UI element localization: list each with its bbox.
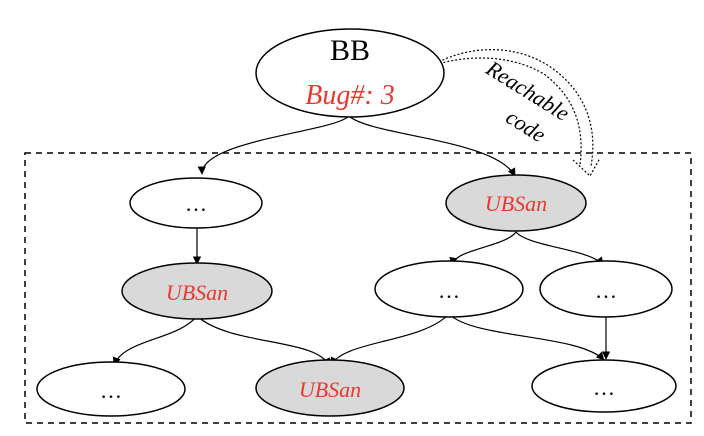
right-top-node-label: UBSan — [485, 191, 547, 216]
edge-right-mid-left-to-bottom-center — [330, 313, 450, 366]
reachable-code-arrowhead — [572, 157, 601, 177]
right-mid-left-node — [374, 260, 524, 318]
bottom-right-node — [531, 359, 677, 413]
left-top-node-label: … — [185, 191, 207, 216]
reachable-region-box — [24, 152, 692, 424]
edge-root-left — [197, 115, 350, 175]
edge-right-mid-left-to-bottom-right — [448, 313, 605, 361]
left-top-node — [129, 177, 263, 229]
bottom-right-node-label: … — [593, 375, 615, 400]
edge-left-mid-to-bottom-left — [112, 315, 198, 366]
reachable-code-arrow-inner — [431, 57, 582, 166]
right-top-node — [445, 174, 587, 232]
bug-count-label: Bug#: 3 — [305, 80, 394, 111]
edge-left-mid-to-bottom-center — [196, 315, 331, 367]
root-node-title: BB — [330, 34, 370, 67]
edge-right-top-to-right-mid-right — [515, 231, 604, 266]
bottom-center-node — [255, 359, 405, 417]
bottom-center-node-label: UBSan — [299, 377, 361, 402]
left-mid-node — [121, 262, 273, 320]
edge-root-right — [348, 115, 516, 177]
edge-right-top-to-right-mid-left — [449, 231, 517, 266]
right-mid-left-node-label: … — [438, 278, 460, 303]
root-node — [255, 28, 445, 118]
right-mid-right-node-label: … — [595, 278, 617, 303]
left-mid-node-label: UBSan — [166, 280, 228, 305]
bottom-left-node — [36, 361, 186, 417]
right-mid-right-node — [539, 260, 673, 318]
bottom-left-node-label: … — [100, 378, 122, 403]
